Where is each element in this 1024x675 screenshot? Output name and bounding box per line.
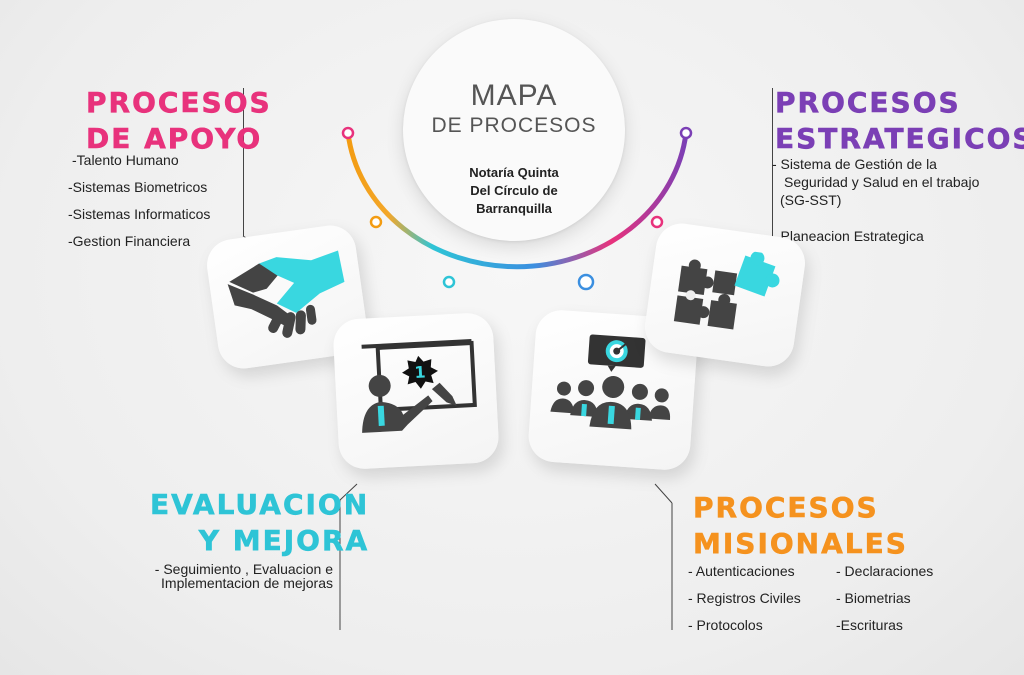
heading-line: PROCESOS	[775, 86, 961, 120]
list-item: - Declaraciones	[836, 563, 934, 579]
center-circle: MAPA DE PROCESOS Notaría Quinta Del Círc…	[403, 19, 625, 241]
heading-line: Y MEJORA	[198, 524, 370, 558]
misionales-list-col1: - Autenticaciones - Registros Civiles - …	[688, 562, 801, 643]
evaluacion-heading: EVALUACION Y MEJORA	[150, 487, 369, 559]
connector-line	[772, 88, 773, 238]
organization-name: Notaría Quinta Del Círculo de Barranquil…	[443, 164, 585, 218]
misionales-list-col2: - Declaraciones - Biometrias -Escrituras	[836, 562, 933, 643]
heading-line: DE APOYO	[86, 122, 263, 156]
heading-line: MISIONALES	[693, 527, 908, 561]
arc-node	[650, 215, 664, 229]
list-item: - Protocolos	[688, 617, 763, 633]
org-line: Del Círculo de	[470, 183, 558, 198]
arc-node	[369, 215, 383, 229]
misionales-card	[526, 308, 700, 472]
estrategicos-card	[641, 220, 809, 370]
heading-line: ESTRATEGICOS	[775, 122, 1024, 156]
connector-line	[243, 88, 244, 236]
list-item: - Registros Civiles	[688, 590, 801, 606]
estrategicos-heading: PROCESOS ESTRATEGICOS	[775, 85, 1024, 157]
list-item: - Sistema de Gestión de la	[772, 156, 937, 172]
list-item: -Escrituras	[836, 617, 903, 633]
arc-node	[679, 126, 693, 140]
list-item: Implementacion de mejoras	[161, 575, 333, 591]
list-item: - Planeacion Estrategica	[772, 228, 924, 244]
org-line: Notaría Quinta	[469, 165, 559, 180]
map-subtitle: DE PROCESOS	[431, 114, 597, 137]
arc-node	[341, 126, 355, 140]
heading-line: PROCESOS	[86, 86, 272, 120]
list-item: - Seguimiento , Evaluacion e	[154, 561, 333, 577]
apoyo-card	[203, 222, 371, 372]
list-item: -Gestion Financiera	[68, 233, 191, 249]
arc-node	[442, 275, 456, 289]
list-item: (SG-SST)	[780, 192, 842, 208]
heading-line: PROCESOS	[693, 491, 879, 525]
list-item: -Sistemas Informaticos	[68, 206, 211, 222]
puzzle-icon	[673, 251, 780, 330]
target-team-icon	[550, 334, 671, 430]
estrategicos-list: - Sistema de Gestión de la Seguridad y S…	[772, 155, 1012, 245]
handshake-icon	[227, 250, 345, 338]
award-presentation-icon: 1	[361, 339, 477, 433]
list-item: Seguridad y Salud en el trabajo	[784, 174, 980, 190]
list-item: -Sistemas Biometricos	[68, 179, 208, 195]
svg-text:1: 1	[414, 362, 426, 382]
list-item: - Biometrias	[836, 590, 911, 606]
list-item: - Autenticaciones	[688, 563, 795, 579]
misionales-heading: PROCESOS MISIONALES	[693, 490, 908, 562]
map-title: MAPA	[470, 79, 558, 112]
apoyo-heading: PROCESOS DE APOYO	[86, 85, 272, 157]
arc-node	[577, 273, 595, 291]
apoyo-list: -Talento Humano -Sistemas Biometricos -S…	[68, 151, 210, 259]
heading-line: EVALUACION	[150, 488, 370, 522]
evaluacion-list: - Seguimiento , Evaluacion e Implementac…	[133, 562, 333, 590]
list-item: -Talento Humano	[72, 152, 179, 168]
org-line: Barranquilla	[476, 201, 552, 216]
evaluacion-card: 1	[332, 311, 500, 471]
